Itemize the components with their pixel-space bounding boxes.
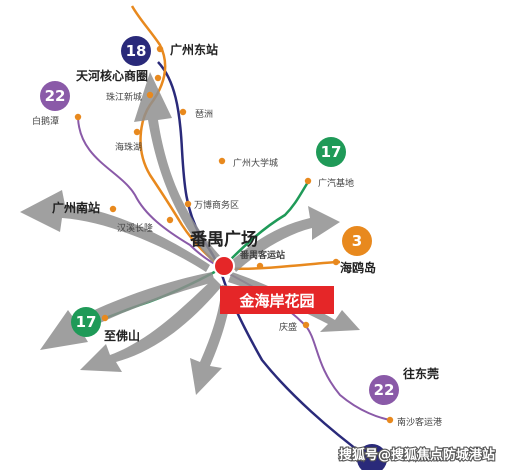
label-to-foshan: 至佛山 bbox=[104, 328, 140, 343]
svg-text:3: 3 bbox=[352, 232, 362, 250]
arrow-north bbox=[134, 72, 222, 262]
station-labels: 广州东站 天河核心商圈 珠江新城 白鹅潭 琶洲 海珠湖 广州大学城 广汽基地 广… bbox=[32, 42, 442, 428]
label-guangzhou-east: 广州东站 bbox=[170, 42, 218, 57]
label-panyu-square: 番禺广场 bbox=[189, 229, 258, 250]
line-3-route bbox=[130, 5, 341, 271]
svg-text:22: 22 bbox=[45, 87, 66, 105]
badge-line-17-right: 17 bbox=[316, 137, 346, 167]
station-dot-gac bbox=[304, 177, 312, 185]
watermark-text: 搜狐号@搜狐焦点防城港站 bbox=[339, 447, 495, 463]
station-dot-foshan bbox=[101, 314, 109, 322]
line-22-north-route bbox=[77, 117, 223, 269]
label-gac-base: 广汽基地 bbox=[318, 177, 354, 189]
panyu-square-hub bbox=[213, 255, 235, 277]
label-zhujiang-newtown: 珠江新城 bbox=[106, 91, 142, 103]
badge-line-22-bottom: 22 bbox=[369, 375, 399, 405]
label-haizhu-lake: 海珠湖 bbox=[115, 141, 142, 153]
arrow-northeast bbox=[230, 206, 340, 272]
arrow-northwest bbox=[20, 190, 210, 272]
badge-line-18-bottom bbox=[357, 444, 387, 470]
label-qingsheng: 庆盛 bbox=[279, 321, 297, 333]
station-dot-haiou bbox=[332, 258, 340, 266]
station-dot-haizhu-lake bbox=[133, 128, 141, 136]
station-dot-baietan bbox=[74, 113, 82, 121]
label-to-dongguan: 往东莞 bbox=[403, 366, 439, 381]
badge-line-17-left: 17 bbox=[71, 307, 101, 337]
line-17-right-route bbox=[221, 181, 310, 269]
watermark: 搜狐号@搜狐焦点防城港站 bbox=[338, 446, 496, 464]
label-haiou-island: 海鸥岛 bbox=[340, 260, 376, 275]
svg-text:22: 22 bbox=[374, 381, 395, 399]
station-dot-panyu-bus bbox=[256, 262, 264, 270]
badge-line-18-top: 18 bbox=[121, 36, 151, 66]
station-dot-guangzhou-south bbox=[109, 205, 117, 213]
station-dot-guangzhou-east bbox=[156, 45, 164, 53]
arrow-southwest bbox=[80, 278, 222, 372]
svg-text:17: 17 bbox=[321, 143, 342, 161]
label-baietan: 白鹅潭 bbox=[32, 115, 59, 127]
line-badges: 18 22 17 3 17 22 bbox=[40, 36, 399, 470]
label-pazhou: 琶洲 bbox=[195, 109, 213, 120]
station-dot-pazhou bbox=[179, 108, 187, 116]
station-dot-chimelong bbox=[166, 216, 174, 224]
label-panyu-bus-station: 番禺客运站 bbox=[239, 249, 285, 261]
label-tianhe-cbd: 天河核心商圈 bbox=[76, 68, 148, 83]
station-dots bbox=[74, 45, 394, 424]
label-university-town: 广州大学城 bbox=[233, 157, 278, 169]
label-guangzhou-south: 广州南站 bbox=[52, 200, 100, 215]
label-chimelong: 汉溪长隆 bbox=[117, 222, 153, 234]
svg-text:17: 17 bbox=[76, 313, 97, 331]
project-banner: 金海岸花园 bbox=[220, 286, 334, 314]
label-wanbo-cbd: 万博商务区 bbox=[194, 199, 239, 211]
station-dot-wanbo bbox=[184, 200, 192, 208]
badge-line-3: 3 bbox=[342, 226, 372, 256]
station-dot-nansha bbox=[386, 416, 394, 424]
banner-title: 金海岸花园 bbox=[238, 292, 314, 310]
label-nansha-port: 南沙客运港 bbox=[397, 416, 442, 428]
badge-line-22-left: 22 bbox=[40, 81, 70, 111]
station-dot-tianhe bbox=[154, 74, 162, 82]
station-dot-university bbox=[218, 157, 226, 165]
svg-text:18: 18 bbox=[126, 42, 147, 60]
station-dot-zhujiang bbox=[146, 91, 154, 99]
station-dot-qingsheng bbox=[302, 321, 310, 329]
